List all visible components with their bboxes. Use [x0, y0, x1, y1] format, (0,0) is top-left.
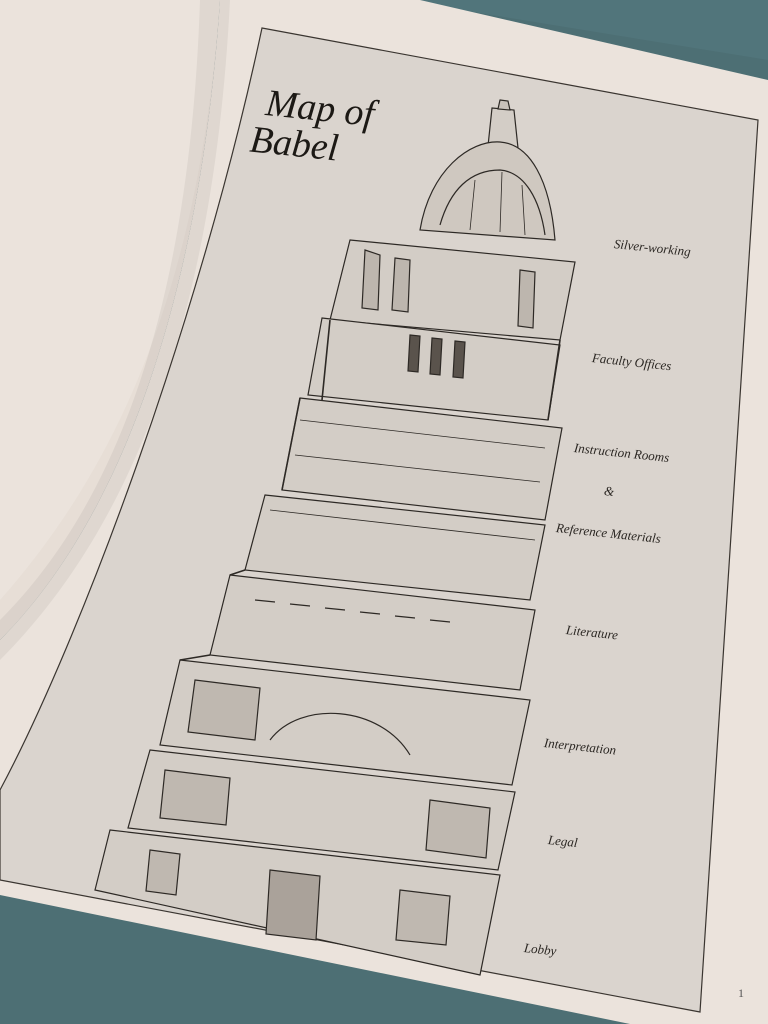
- floor-label-legal: Legal: [547, 832, 579, 851]
- babel-tower-illustration: [94, 99, 576, 976]
- page-number: 1: [738, 986, 744, 1000]
- map-title: Map of Babel: [248, 82, 376, 171]
- floor-label-ampersand: &: [603, 483, 615, 500]
- floor-label-lobby: Lobby: [523, 940, 558, 959]
